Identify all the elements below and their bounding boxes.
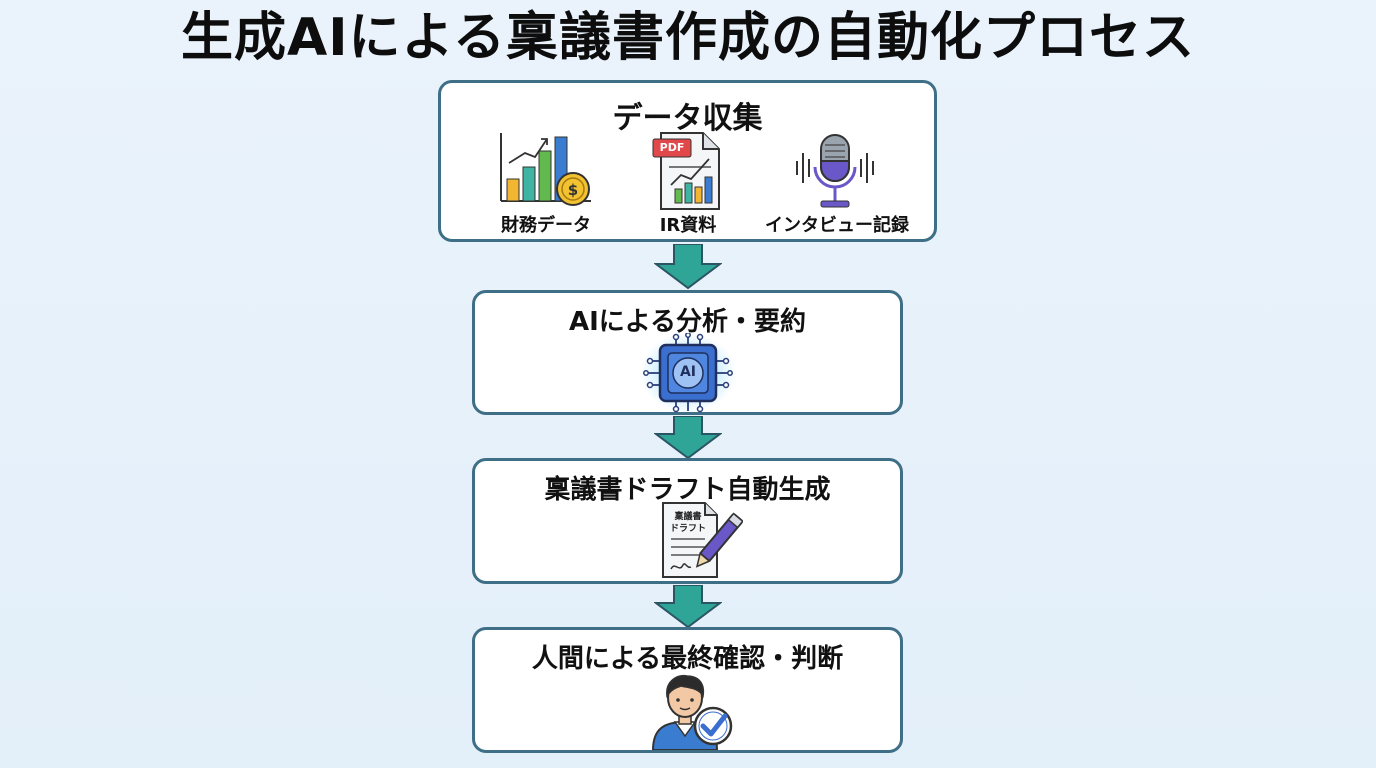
ai-chip-icon: AI xyxy=(640,332,736,413)
pdf-document-icon: PDF xyxy=(651,129,725,213)
source-label-interview: インタビュー記録 xyxy=(765,215,909,236)
step-data-collection: データ収集 $ 財務データ PDF xyxy=(438,80,937,242)
pdf-badge: PDF xyxy=(659,141,685,154)
step-title: 人間による最終確認・判断 xyxy=(531,644,844,674)
draft-doc-subtitle: ドラフト xyxy=(669,524,706,534)
step-ai-analysis: AIによる分析・要約 xyxy=(472,290,903,415)
flow-arrow xyxy=(653,415,723,460)
step-human-review: 人間による最終確認・判断 xyxy=(472,627,903,753)
svg-text:$: $ xyxy=(568,181,578,199)
flow-arrow xyxy=(653,243,723,290)
page-title: 生成AIによる稟議書作成の自動化プロセス xyxy=(180,8,1196,68)
source-label-ir: IR資料 xyxy=(659,215,717,236)
ai-chip-label: AI xyxy=(679,364,697,380)
source-label-financial: 財務データ xyxy=(501,215,591,236)
microphone-icon xyxy=(787,133,883,213)
flow-arrow xyxy=(653,584,723,629)
step-draft-generation: 稟議書ドラフト自動生成 稟議書 ドラフト xyxy=(472,458,903,584)
step-title: データ収集 xyxy=(612,101,763,136)
bar-chart-coin-icon: $ xyxy=(495,131,595,211)
step-title: 稟議書ドラフト自動生成 xyxy=(544,475,831,505)
draft-document-pen-icon: 稟議書 ドラフト xyxy=(657,501,744,581)
step-title: AIによる分析・要約 xyxy=(568,307,807,337)
person-check-icon xyxy=(645,670,737,751)
draft-doc-title: 稟議書 xyxy=(674,512,702,522)
